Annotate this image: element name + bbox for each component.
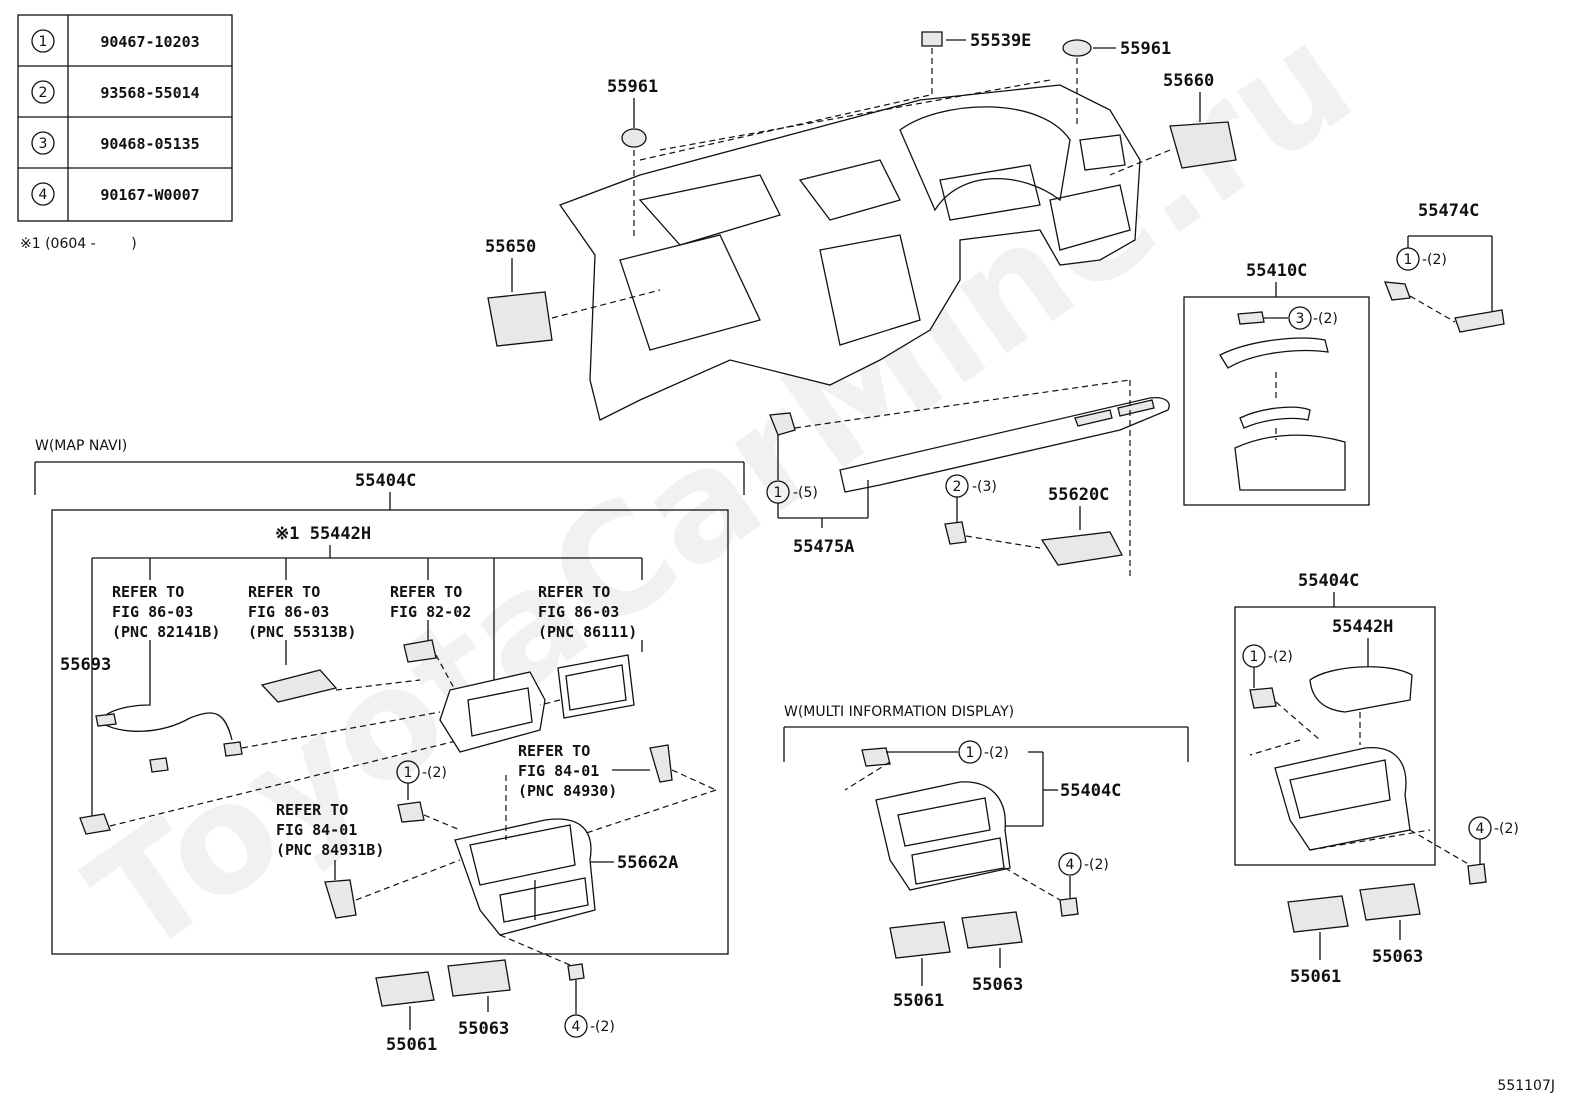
- callout-number: 1: [774, 485, 783, 501]
- ref-note: REFER TO FIG 86-03 (PNC 55313B): [248, 583, 356, 641]
- map-navi-section: W(MAP NAVI) 55404C ※1 55442H REFER TO FI…: [34, 438, 745, 1055]
- callout-number: 4: [1476, 821, 1485, 837]
- part-55961-left: 55961: [607, 77, 658, 240]
- ref-line: FIG 86-03: [538, 603, 619, 621]
- assembly-label: 55404C: [355, 471, 416, 491]
- ref-line: FIG 82-02: [390, 603, 471, 621]
- part-label: 55662A: [617, 853, 678, 873]
- assembly-label: 55404C: [1060, 781, 1121, 801]
- callout-qty: -(2): [1313, 311, 1338, 327]
- part-55474C: 55474C 1 -(2): [1384, 201, 1505, 333]
- part-55475A: 1 -(5) 55475A: [766, 379, 1170, 578]
- ref-line: REFER TO: [390, 583, 462, 601]
- ref-line: (PNC 55313B): [248, 623, 356, 641]
- callout-number: 1: [1404, 252, 1413, 268]
- ref-line: REFER TO: [112, 583, 184, 601]
- fastener-row: 4 90167-W0007: [31, 182, 200, 206]
- part-label: 55061: [893, 991, 944, 1011]
- fastener-row: 2 93568-55014: [31, 80, 200, 104]
- part-label: 55961: [607, 77, 658, 97]
- ref-line: FIG 84-01: [276, 821, 357, 839]
- part-label: 55061: [1290, 967, 1341, 987]
- ref-line: (PNC 86111): [538, 623, 637, 641]
- part-55410C: 55410C 3 -(2): [1183, 261, 1370, 506]
- multi-info-section: W(MULTI INFORMATION DISPLAY) 1 -(2) 5540…: [783, 704, 1189, 1011]
- fastener-num: 4: [39, 187, 48, 203]
- footnote: ※1 (0604 - ): [20, 236, 137, 252]
- fastener-row: 1 90467-10203: [31, 29, 200, 53]
- fastener-num: 1: [39, 34, 48, 50]
- assembly-label: 55404C: [1298, 571, 1359, 591]
- part-label: 55063: [458, 1019, 509, 1039]
- part-label: 55474C: [1418, 201, 1479, 221]
- section-title: W(MAP NAVI): [35, 438, 127, 454]
- ref-line: FIG 86-03: [248, 603, 329, 621]
- part-label: 55693: [60, 655, 111, 675]
- part-55650: 55650: [485, 237, 661, 347]
- ref-note: REFER TO FIG 86-03 (PNC 86111): [538, 583, 637, 641]
- fastener-num: 2: [39, 85, 48, 101]
- part-55620C: 2 -(3) 55620C: [944, 474, 1123, 566]
- callout-qty: -(2): [1084, 857, 1109, 873]
- diagram-id: 551107J: [1497, 1078, 1555, 1094]
- ref-line: FIG 84-01: [518, 762, 599, 780]
- part-label: 55961: [1120, 39, 1171, 59]
- fastener-part-number: 90467-10203: [100, 33, 199, 51]
- part-55539E: 55539E: [921, 31, 1031, 95]
- ref-note: REFER TO FIG 82-02: [390, 583, 471, 621]
- part-label: 55475A: [793, 537, 854, 557]
- ref-line: FIG 86-03: [112, 603, 193, 621]
- ref-line: REFER TO: [518, 742, 590, 760]
- instrument-panel-drawing: [558, 79, 1141, 421]
- part-55660: 55660: [1109, 71, 1237, 176]
- callout-qty: -(2): [984, 745, 1009, 761]
- ref-line: REFER TO: [276, 801, 348, 819]
- part-label: 55660: [1163, 71, 1214, 91]
- callout-qty: -(2): [1268, 649, 1293, 665]
- part-label: 55650: [485, 237, 536, 257]
- callout-number: 1: [966, 745, 975, 761]
- callout-number: 1: [404, 765, 413, 781]
- callout-number: 2: [953, 479, 962, 495]
- callout-qty: -(2): [1494, 821, 1519, 837]
- sub-assembly-label: ※1 55442H: [275, 524, 371, 544]
- callout-qty: -(2): [1422, 252, 1447, 268]
- fastener-num: 3: [39, 136, 48, 152]
- fastener-table: 1 90467-10203 2 93568-55014 3 90468-0513…: [17, 14, 233, 222]
- part-55961-right: 55961: [1062, 39, 1171, 125]
- callout-qty: -(2): [590, 1019, 615, 1035]
- callout-qty: -(3): [972, 479, 997, 495]
- ref-line: REFER TO: [538, 583, 610, 601]
- right-assembly-section: 55404C 55442H 1 -(2) 4 -(2) 55061 55063: [1234, 571, 1519, 987]
- part-label: 55063: [972, 975, 1023, 995]
- callout-qty: -(2): [422, 765, 447, 781]
- ref-note: REFER TO FIG 86-03 (PNC 82141B): [112, 583, 220, 641]
- fastener-row: 3 90468-05135: [31, 131, 200, 155]
- callout-qty: -(5): [793, 485, 818, 501]
- fastener-part-number: 90167-W0007: [100, 186, 199, 204]
- ref-line: (PNC 84931B): [276, 841, 384, 859]
- part-label: 55539E: [970, 31, 1031, 51]
- fastener-part-number: 90468-05135: [100, 135, 199, 153]
- ref-line: (PNC 84930): [518, 782, 617, 800]
- ref-line: REFER TO: [248, 583, 320, 601]
- section-title: W(MULTI INFORMATION DISPLAY): [784, 704, 1014, 720]
- sub-assembly-label: 55442H: [1332, 617, 1393, 637]
- callout-number: 3: [1296, 311, 1305, 327]
- ref-line: (PNC 82141B): [112, 623, 220, 641]
- callout-number: 4: [572, 1019, 581, 1035]
- part-label: 55410C: [1246, 261, 1307, 281]
- part-label: 55620C: [1048, 485, 1109, 505]
- part-label: 55061: [386, 1035, 437, 1055]
- fastener-part-number: 93568-55014: [100, 84, 199, 102]
- ref-note: REFER TO FIG 84-01 (PNC 84930): [518, 742, 617, 800]
- part-label: 55063: [1372, 947, 1423, 967]
- ref-note: REFER TO FIG 84-01 (PNC 84931B): [276, 801, 384, 859]
- callout-number: 1: [1250, 649, 1259, 665]
- callout-number: 4: [1066, 857, 1075, 873]
